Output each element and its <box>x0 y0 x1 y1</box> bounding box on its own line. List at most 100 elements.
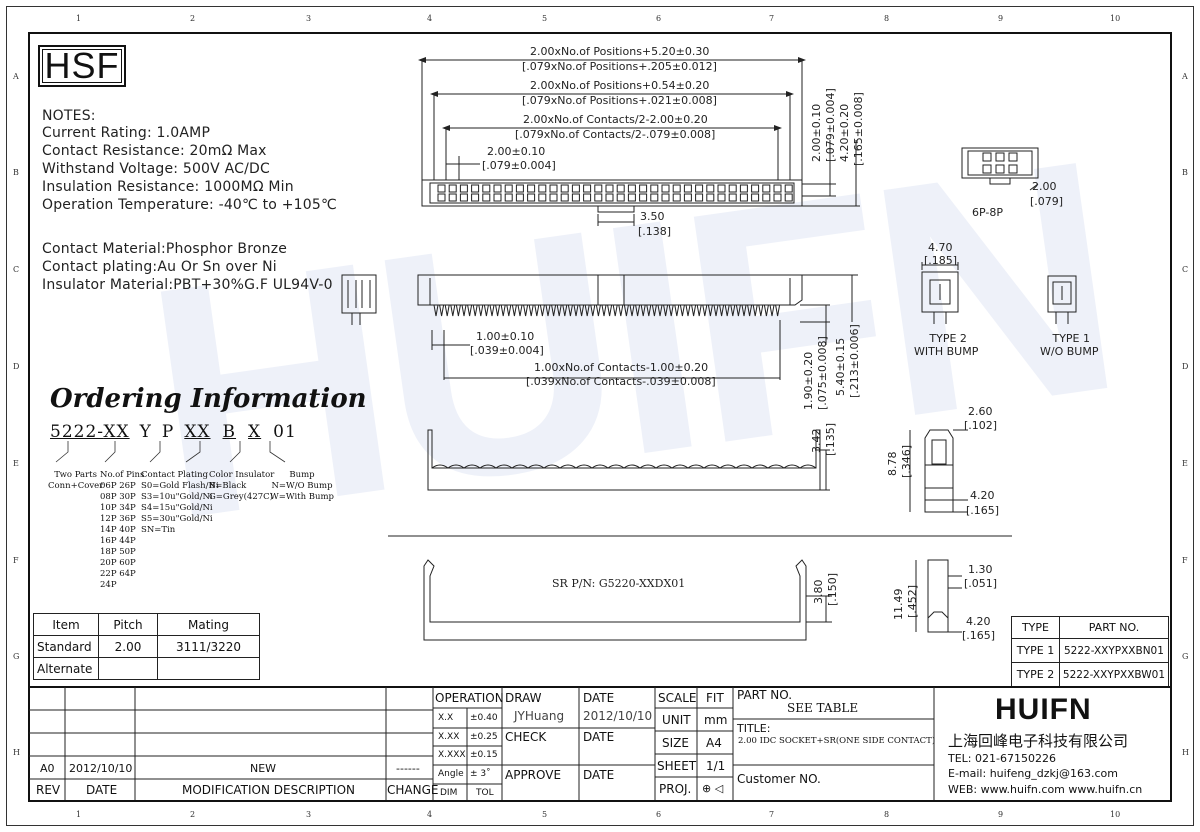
grid-row-g: G <box>13 652 20 661</box>
contact-tail <box>679 304 685 317</box>
pin-cavity <box>762 184 771 193</box>
pin-cavity <box>661 184 670 193</box>
pin-array-top <box>437 184 793 202</box>
contact-tail <box>455 304 461 317</box>
scale-label: SCALE <box>658 691 697 705</box>
contact-tail <box>713 304 719 317</box>
grid-col-4: 4 <box>427 14 433 23</box>
contact-tail <box>595 304 601 317</box>
pins-line: 12P 36P <box>100 514 136 524</box>
contact-tail <box>528 304 534 317</box>
pin-cavity <box>471 184 480 193</box>
code-part-series: 5222- <box>50 422 104 442</box>
dim-sr-top-inch: [.102] <box>964 419 998 432</box>
contact-tail <box>601 304 607 317</box>
contact-tail <box>511 304 517 317</box>
label-6p8p: 6P-8P <box>972 206 1003 219</box>
pin-cavity <box>661 193 670 202</box>
grid-row-b-r: B <box>1182 168 1188 177</box>
contact-tail <box>618 304 624 317</box>
sheet-value: 1/1 <box>706 759 726 773</box>
pin-cavity <box>560 193 569 202</box>
title-block <box>29 686 1170 802</box>
contact-tail <box>483 304 489 317</box>
projection-symbol-icon: ⊕ ◁ <box>702 782 724 795</box>
grid-row-b: B <box>13 168 19 177</box>
draw-date-label: DATE <box>583 691 615 705</box>
material-line: Contact Material:Phosphor Bronze <box>42 241 288 257</box>
contact-tail <box>674 304 680 317</box>
contact-tail <box>612 304 618 317</box>
dim-overall: 2.00xNo.of Positions+5.20±0.30 <box>530 45 710 58</box>
dim-6p8p: 2.00 <box>1032 180 1057 193</box>
contact-tail <box>752 304 758 317</box>
type1-label: TYPE 1 W/O BUMP <box>1040 332 1098 358</box>
grid-row-d: D <box>13 362 20 371</box>
pin-cavity <box>639 193 648 202</box>
grid-col-2b: 2 <box>190 810 196 819</box>
draw-date: 2012/10/10 <box>583 709 653 723</box>
pin-cavity <box>594 193 603 202</box>
mating-table: Item Pitch Mating Standard 2.00 3111/322… <box>33 613 260 680</box>
grid-col-9b: 9 <box>998 810 1004 819</box>
pin-cavity <box>583 193 592 202</box>
pin-cavity <box>605 184 614 193</box>
dim-label: DIM <box>440 788 458 798</box>
type1-line: W/O BUMP <box>1040 345 1099 358</box>
note-line: Insulation Resistance: 1000MΩ Min <box>42 179 294 195</box>
contact-tail <box>573 304 579 317</box>
pin-cavity <box>784 193 793 202</box>
connector-end-view <box>341 274 377 314</box>
dim-sr2-width-inch: [.165] <box>962 629 996 642</box>
pin-cavity <box>549 193 558 202</box>
dim-sr-width-inch: [.165] <box>966 504 1000 517</box>
pin-cavity <box>683 193 692 202</box>
contact-tail <box>584 304 590 317</box>
tol-value: ±0.40 <box>470 713 498 723</box>
tol-label: TOL <box>476 788 494 798</box>
contact-tail <box>623 304 629 317</box>
pins-line: 08P 30P <box>100 492 136 502</box>
pin-cavity <box>762 193 771 202</box>
proj-label: PROJ. <box>659 782 692 796</box>
company-email: E-mail: huifeng_dzkj@163.com <box>948 767 1118 780</box>
unit-value: mm <box>704 713 728 727</box>
pin-cavity <box>515 184 524 193</box>
pin-cavity <box>471 193 480 202</box>
pin-cavity <box>482 184 491 193</box>
pin-cavity <box>571 193 580 202</box>
dim-sr-top: 2.60 <box>968 405 993 418</box>
pin-cavity <box>773 184 782 193</box>
unit-label: UNIT <box>662 713 691 727</box>
part-table-cell: TYPE 1 <box>1011 638 1060 663</box>
pin-cavity <box>706 193 715 202</box>
sr-part-number: SR P/N: G5220-XXDX01 <box>552 577 686 590</box>
dim-tail-span: 1.00xNo.of Contacts-1.00±0.20 <box>534 361 709 374</box>
grid-row-a-r: A <box>1182 72 1188 81</box>
grid-row-g-r: G <box>1182 652 1189 661</box>
contact-tail <box>523 304 529 317</box>
contact-tail <box>534 304 540 317</box>
tol-key: X.X <box>438 713 454 723</box>
contact-tail <box>444 304 450 317</box>
approve-label: APPROVE <box>505 768 562 782</box>
grid-col-1: 1 <box>76 14 82 23</box>
contact-tail <box>657 304 663 317</box>
contact-tail <box>539 304 545 317</box>
grid-col-2: 2 <box>190 14 196 23</box>
rev-label: REV <box>36 783 61 797</box>
grid-col-1b: 1 <box>76 810 82 819</box>
rev-date-value: 2012/10/10 <box>69 762 133 775</box>
pin-cavity <box>739 184 748 193</box>
company-tel: TEL: 021-67150226 <box>948 752 1056 765</box>
contact-tail <box>735 304 741 317</box>
pin-cavity <box>448 184 457 193</box>
dim-overall-inch: [.079xNo.of Positions+.205±0.012] <box>522 60 717 73</box>
materials-section: Contact Material:Phosphor Bronze Contact… <box>42 241 333 293</box>
contact-tail <box>640 304 646 317</box>
grid-row-c-r: C <box>1182 265 1189 274</box>
contact-tail <box>607 304 613 317</box>
contact-tail <box>696 304 702 317</box>
